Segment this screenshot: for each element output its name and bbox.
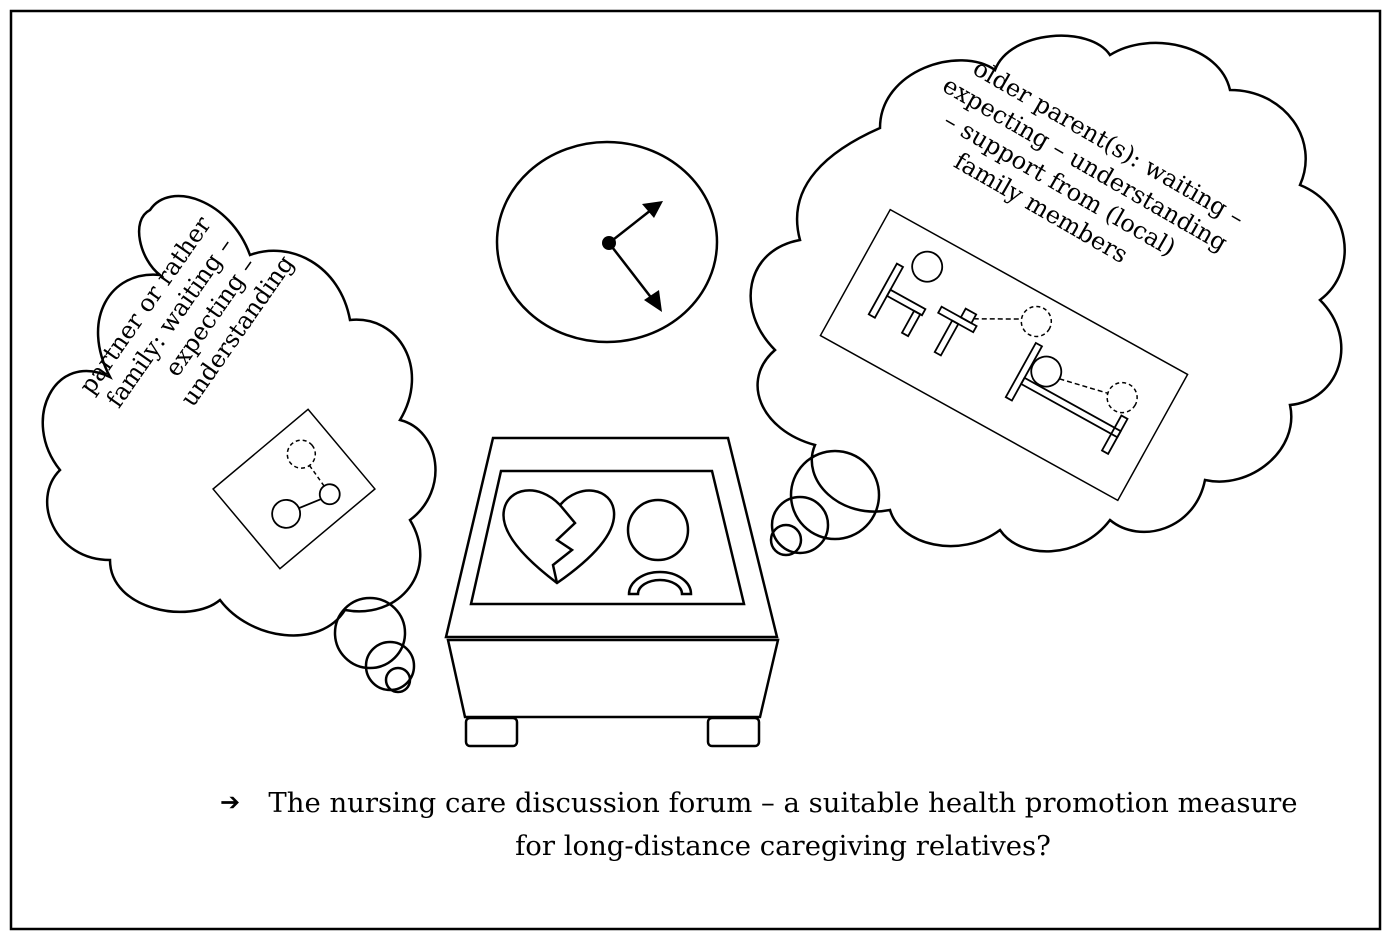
left-bubble-large (333, 596, 407, 670)
bedridden-person (1030, 355, 1063, 388)
right-bubble-medium (770, 495, 830, 555)
right-absent-person-1 (1020, 305, 1053, 338)
chair (867, 262, 927, 338)
left-solid-link (299, 498, 322, 509)
screen-device (444, 436, 780, 748)
caption-line-1: The nursing care discussion forum – a su… (268, 787, 1297, 819)
clock-face (495, 140, 719, 344)
right-picture-frame (819, 208, 1189, 502)
right-cloud-outline (749, 34, 1346, 553)
right-cloud-text: older parent(s): waiting – expecting – u… (908, 45, 1256, 314)
heart-crack (551, 504, 577, 584)
left-absent-person (286, 439, 317, 469)
left-connection-picture (212, 408, 376, 570)
caption-arrow-icon: ➔ (220, 788, 240, 816)
caption: ➔ The nursing care discussion forum – a … (220, 787, 1298, 862)
seated-person (911, 250, 944, 283)
clock-hand-lower (608, 242, 654, 301)
clock (495, 140, 719, 344)
device-top (444, 436, 779, 639)
left-person-small (318, 483, 341, 506)
bed (1004, 341, 1129, 456)
device-foot-right (706, 716, 761, 748)
clock-arrowhead-upper (642, 201, 663, 218)
right-bubble-large (789, 449, 881, 541)
right-care-picture (819, 208, 1189, 502)
left-picture-frame (212, 408, 376, 570)
clock-hand-upper (608, 209, 652, 244)
right-dashed-link-2 (1059, 378, 1109, 395)
left-dashed-link (308, 465, 325, 487)
left-cloud-text: partner or rather family: waiting – expe… (74, 198, 300, 450)
right-bubble-small (769, 523, 803, 557)
device-foot-left (464, 716, 519, 748)
right-thought-cloud: older parent(s): waiting – expecting – u… (749, 34, 1346, 557)
left-bubble-small (384, 666, 412, 694)
device-base (446, 638, 780, 719)
left-bubble-medium (364, 640, 416, 692)
device-screen (469, 469, 746, 606)
left-thought-cloud: partner or rather family: waiting – expe… (41, 194, 437, 694)
clock-arrowhead-lower (644, 290, 662, 312)
sad-face-head (626, 498, 690, 562)
table (933, 305, 978, 357)
left-cloud-outline (41, 194, 437, 637)
caption-line-2: for long-distance caregiving relatives? (515, 830, 1051, 862)
outer-border (9, 9, 1382, 931)
right-dashed-link-1 (973, 318, 1022, 320)
sad-face-mouth (627, 570, 693, 596)
right-absent-person-2 (1106, 381, 1138, 414)
left-person-large (271, 498, 302, 529)
